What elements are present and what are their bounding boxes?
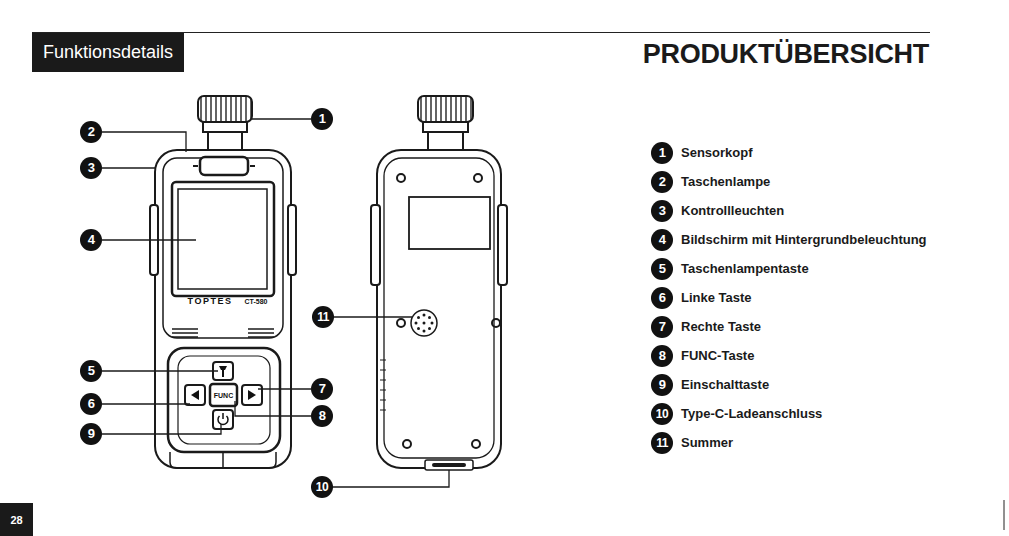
callout-number: 9 [651,374,673,396]
page-number-text: 28 [10,514,22,526]
callout-number: 8 [311,405,333,427]
callout-number: 5 [80,360,102,382]
part-name: Rechte Taste [681,319,761,335]
part-name: Kontrollleuchten [681,203,784,219]
callout-number: 11 [312,306,334,328]
part-name: Summer [681,435,733,451]
button-text: FUNC [214,392,233,399]
device-front [150,96,296,468]
callout-number: 1 [311,108,333,130]
part-name: Sensorkopf [681,145,753,161]
callout-number: 1 [651,142,673,164]
part-name: Taschenlampentaste [681,261,809,277]
callout-number: 10 [311,476,333,498]
part-name: Taschenlampe [681,174,770,190]
part-name: Einschalttaste [681,377,769,393]
part-name: FUNC-Taste [681,348,754,364]
callout-number: 9 [80,423,102,445]
page-number: 28 [0,503,33,536]
section-tab-text: Funktionsdetails [43,42,173,63]
callout-number: 7 [311,378,333,400]
callout-number: 6 [651,287,673,309]
section-tab: Funktionsdetails [32,33,184,72]
callout-number: 2 [80,121,102,143]
part-name: Bildschirm mit Hintergrundbeleuchtung [681,232,927,248]
device-back [371,96,507,470]
callout-number: 2 [651,171,673,193]
callout-number: 5 [651,258,673,280]
callout-number: 3 [80,157,102,179]
part-name: Type-C-Ladeanschluss [681,406,822,422]
callout-number: 10 [651,403,673,425]
callout-number: 11 [651,432,673,454]
brand-text: TOPTES [188,297,233,306]
callout-number: 8 [651,345,673,367]
callout-number: 4 [651,229,673,251]
leader-lines [102,119,449,487]
model-text: CT-580 [245,298,268,305]
callout-number: 3 [651,200,673,222]
callout-number: 7 [651,316,673,338]
callout-number: 6 [80,393,102,415]
part-name: Linke Taste [681,290,752,306]
callout-number: 4 [80,229,102,251]
buzzer-holes [415,314,434,333]
page-title: PRODUKTÜBERSICHT [643,39,929,69]
